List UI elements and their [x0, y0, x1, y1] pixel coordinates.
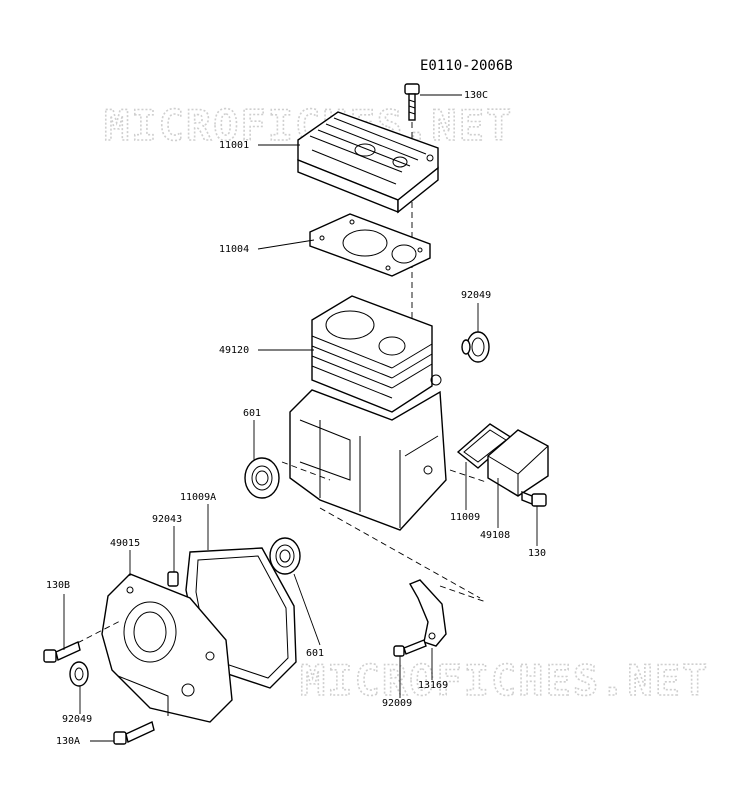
label-11004: 11004 [219, 244, 249, 255]
head-gasket-drawing [309, 213, 431, 277]
bolt-130c-drawing [404, 83, 420, 121]
oil-seal-bottom-drawing [69, 661, 89, 687]
label-92049-bottom: 92049 [62, 714, 92, 725]
label-13169: 13169 [418, 680, 448, 691]
leader-lines [63, 94, 538, 742]
label-92049-top: 92049 [461, 290, 491, 301]
label-130b: 130B [46, 580, 70, 591]
label-130: 130 [528, 548, 546, 559]
watermark-bottom: MICROFICHES.NET [300, 656, 709, 705]
bolt-130b-drawing [43, 641, 81, 663]
bolt-92009-drawing [393, 639, 427, 657]
bearing-bottom-drawing [269, 537, 301, 575]
dowel-pin-drawing [167, 571, 179, 587]
lower-assembly-axis [319, 507, 481, 599]
label-49120: 49120 [219, 345, 249, 356]
label-11009: 11009 [450, 512, 480, 523]
label-601-top: 601 [243, 408, 261, 419]
bolt-130a-drawing [113, 721, 155, 745]
label-601-bottom: 601 [306, 648, 324, 659]
crankcase-drawing [289, 295, 447, 531]
breather-cover-drawing [487, 429, 549, 497]
label-11001: 11001 [219, 140, 249, 151]
plate-axis [439, 585, 487, 603]
label-49108: 49108 [480, 530, 510, 541]
oil-seal-top-drawing [461, 331, 490, 363]
bearing-top-drawing [244, 457, 280, 499]
bearing-top-axis [281, 461, 331, 481]
label-92043: 92043 [152, 514, 182, 525]
label-130c: 130C [464, 90, 488, 101]
bolt-130-drawing [521, 490, 547, 507]
diagram-code: E0110-2006B [420, 58, 513, 74]
label-130a: 130A [56, 736, 80, 747]
label-92009: 92009 [382, 698, 412, 709]
cylinder-head-drawing [297, 111, 439, 214]
label-49015: 49015 [110, 538, 140, 549]
cover-plate-axis [449, 469, 487, 483]
crankcase-cover-drawing [101, 573, 233, 723]
label-11009a: 11009A [180, 492, 216, 503]
plate-13169-drawing [408, 579, 447, 647]
